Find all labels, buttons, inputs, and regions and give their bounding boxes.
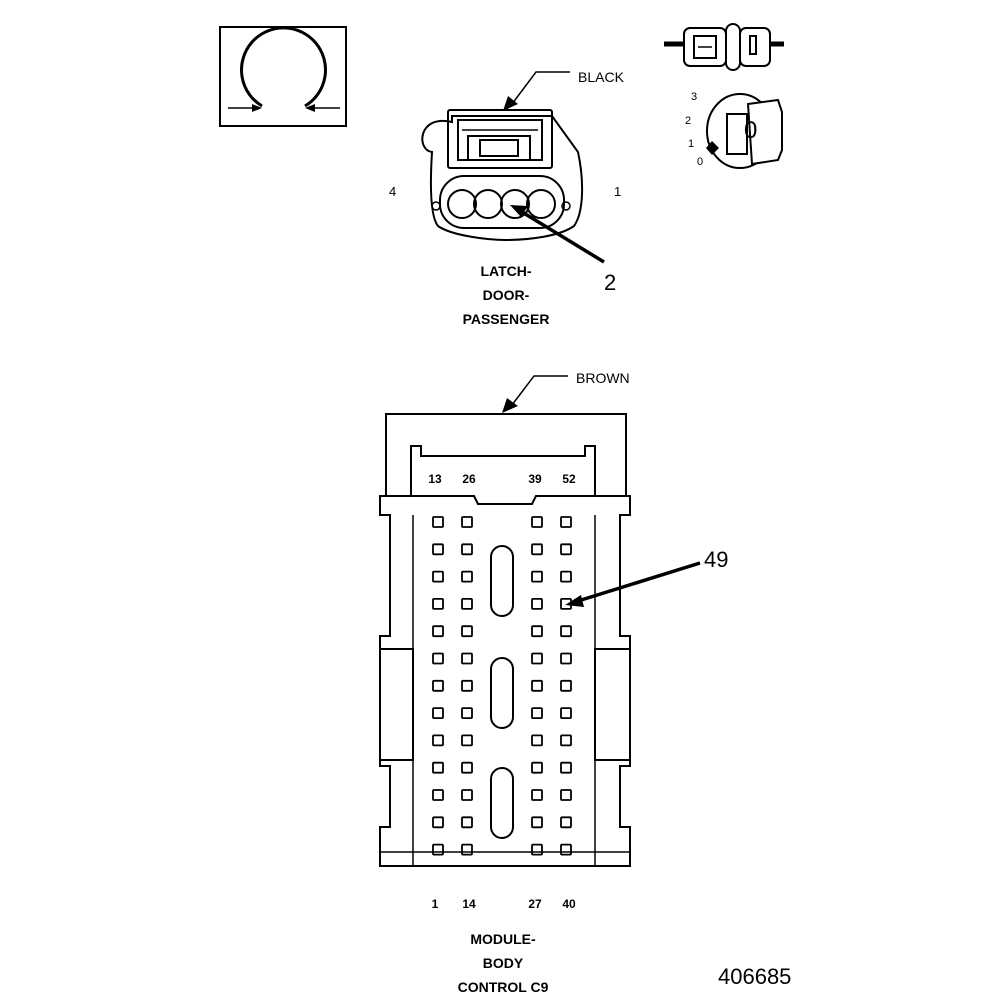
pin-cavity: [461, 625, 473, 638]
cavity-4-label: 4: [389, 184, 397, 199]
brown-leader: [502, 375, 568, 413]
pin-cavity: [560, 816, 572, 829]
latch-connector: [421, 109, 584, 242]
pin-cavity: [531, 598, 543, 610]
pin-cavity: [531, 761, 543, 774]
pin-14-label: 14: [462, 897, 476, 911]
callout-2-label: 2: [604, 270, 617, 295]
pin-cavity: [560, 652, 572, 665]
pin-cavity: [531, 625, 543, 638]
pin-cavity: [531, 816, 543, 829]
lock-key-label: 0: [744, 117, 758, 144]
pin-cavity: [432, 789, 444, 801]
lock-position-3: 3: [691, 91, 698, 103]
pin-cavity: [432, 843, 444, 856]
pin-cavity: [461, 734, 473, 747]
pin-cavity: [461, 570, 473, 583]
brown-color-label: BROWN: [576, 370, 630, 386]
module-name-line-1: MODULE-: [470, 931, 536, 947]
pin-cavity: [432, 625, 444, 638]
pin-cavity: [560, 516, 572, 528]
pin-cavity: [461, 598, 473, 610]
pin-cavity: [461, 707, 473, 719]
lock-position-icon: [706, 93, 783, 169]
pin-cavity: [432, 598, 444, 610]
latch-name-line-2: DOOR-: [482, 287, 530, 303]
callout-2-arrow: [510, 205, 605, 264]
pin-cavity: [531, 652, 543, 665]
pin-cavity: [560, 843, 572, 856]
lock-position-0: 0: [697, 156, 704, 168]
pin-40-label: 40: [562, 897, 576, 911]
black-color-label: BLACK: [578, 69, 624, 85]
pin-cavity: [560, 679, 572, 692]
inline-connector-icon: [664, 23, 784, 71]
cavity-1-label: 1: [614, 184, 622, 199]
pin-cavity: [432, 707, 444, 719]
pin-cavity: [531, 679, 543, 692]
pin-1-label: 1: [431, 897, 439, 911]
pin-cavity: [531, 707, 543, 719]
lock-position-2: 2: [685, 115, 692, 127]
pin-cavity: [531, 570, 543, 583]
pin-cavity: [560, 570, 572, 583]
face-view-symbol: [219, 26, 347, 127]
pin-cavity: [531, 516, 543, 528]
pin-cavity: [461, 543, 473, 556]
pin-cavity: [461, 761, 473, 774]
figure-number: 406685: [718, 964, 792, 989]
module-name-line-2: BODY: [482, 955, 524, 971]
pin-cavity: [560, 543, 572, 556]
pin-cavity: [432, 761, 444, 774]
pin-cavity: [432, 570, 444, 583]
pin-cavity: [461, 843, 473, 856]
module-connector: [379, 413, 631, 867]
pin-cavity: [531, 789, 543, 801]
callout-49-label: 49: [704, 547, 729, 572]
pin-cavity: [432, 516, 444, 528]
pin-cavity: [432, 734, 444, 747]
module-name-line-3: CONTROL C9: [457, 979, 549, 995]
pin-cavity: [461, 789, 473, 801]
pin-cavity: [432, 652, 444, 665]
pin-26-label: 26: [462, 472, 476, 486]
callout-49-arrow: [565, 561, 701, 607]
pin-cavity: [560, 761, 572, 774]
pin-cavity-grid: [432, 516, 572, 856]
pin-cavity: [531, 543, 543, 556]
pin-cavity: [531, 734, 543, 747]
latch-name-line-3: PASSENGER: [462, 311, 550, 327]
pin-27-label: 27: [528, 897, 542, 911]
pin-cavity: [560, 707, 572, 719]
pin-cavity: [432, 543, 444, 556]
pin-cavity: [461, 816, 473, 829]
pin-cavity: [531, 843, 543, 856]
pin-cavity: [560, 625, 572, 638]
pin-52-label: 52: [562, 472, 576, 486]
pin-cavity: [461, 516, 473, 528]
pin-cavity: [432, 816, 444, 829]
pin-cavity: [461, 652, 473, 665]
pin-cavity: [461, 679, 473, 692]
pin-13-label: 13: [428, 472, 442, 486]
pin-cavity: [560, 734, 572, 747]
pin-cavity: [560, 789, 572, 801]
black-leader: [503, 71, 570, 111]
lock-position-1: 1: [688, 138, 695, 150]
pin-cavity: [432, 679, 444, 692]
latch-name-line-1: LATCH-: [480, 263, 532, 279]
pin-39-label: 39: [528, 472, 542, 486]
